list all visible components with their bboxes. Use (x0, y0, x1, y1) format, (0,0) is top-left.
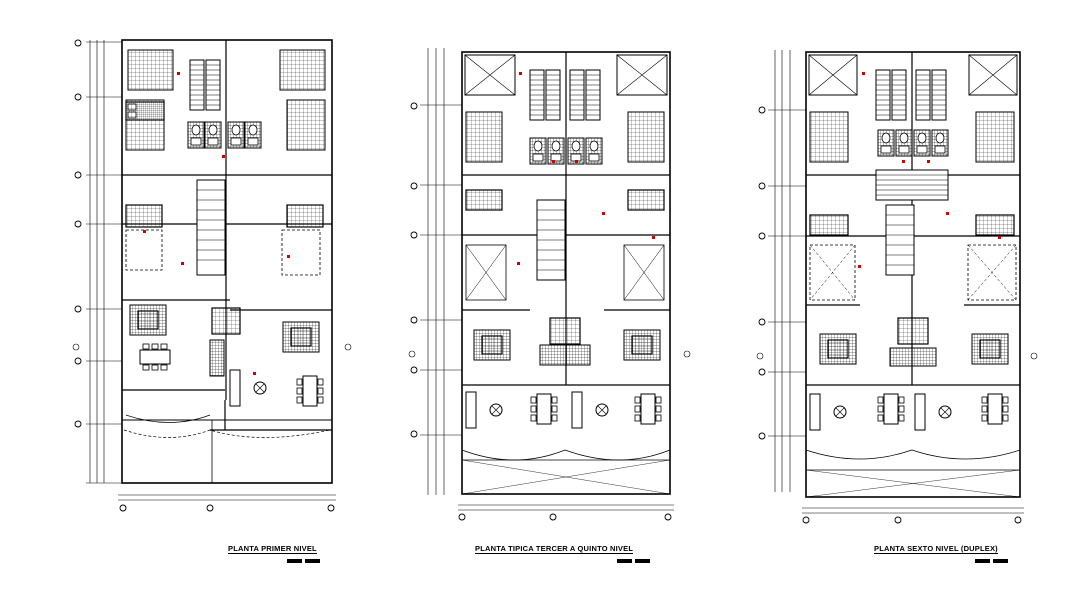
plan-title-primer-nivel: PLANTA PRIMER NIVEL (228, 544, 317, 554)
plan-title-sexto: PLANTA SEXTO NIVEL (DUPLEX) (874, 544, 998, 554)
scale-bar (617, 559, 650, 563)
plan-title-tipica: PLANTA TIPICA TERCER A QUINTO NIVEL (475, 544, 634, 554)
plan-sexto (756, 50, 1038, 524)
plan-primer-nivel (72, 39, 352, 512)
scale-bar (287, 559, 320, 563)
scale-bar (975, 559, 1008, 563)
plan-tipica (408, 48, 691, 521)
